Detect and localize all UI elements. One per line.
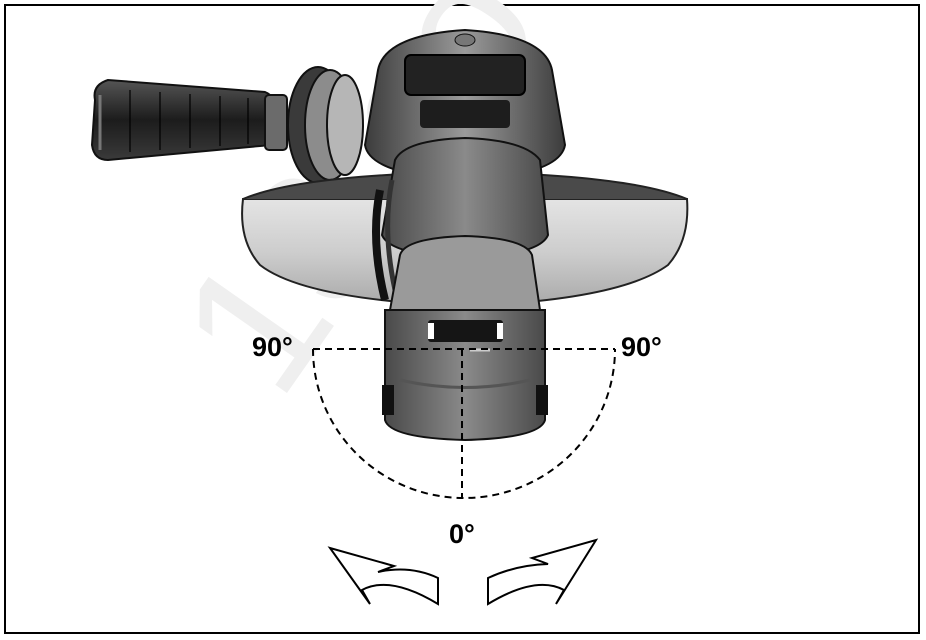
angle-label-left-90: 90°	[252, 332, 293, 362]
motor-body	[372, 136, 550, 301]
rotate-left-arrow	[327, 546, 439, 606]
angle-label-bottom-0: 0°	[449, 519, 475, 549]
rotate-right-arrow	[487, 538, 599, 606]
battery-housing	[382, 234, 548, 442]
side-handle	[90, 66, 364, 184]
semicircle-arc	[312, 348, 616, 499]
figure-frame	[4, 4, 920, 634]
gear-head	[363, 28, 567, 182]
angle-label-right-90: 90°	[621, 332, 662, 362]
angle-arc-indicator	[312, 348, 616, 499]
